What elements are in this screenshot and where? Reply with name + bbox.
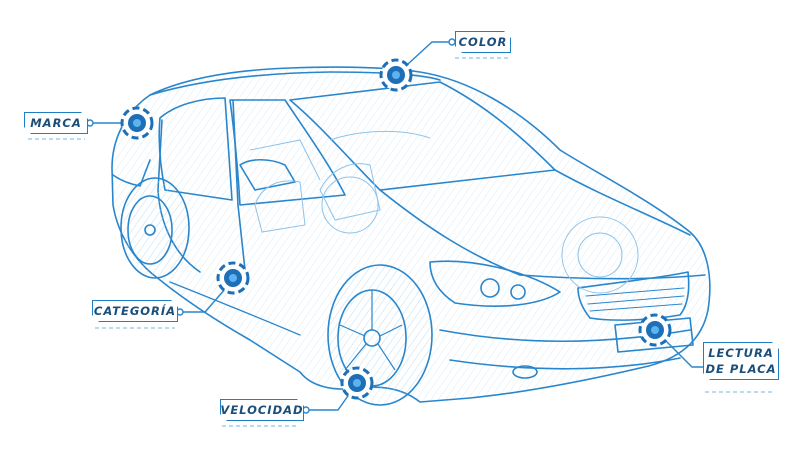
label-marca-text: MARCA bbox=[30, 116, 82, 130]
dashed-accents bbox=[28, 57, 775, 427]
car-body bbox=[111, 66, 711, 403]
label-categoria: CATEGORÍA bbox=[92, 300, 178, 322]
label-color: COLOR bbox=[455, 31, 511, 53]
interior-details bbox=[249, 130, 639, 294]
label-lectura-line2: DE PLACA bbox=[705, 362, 777, 376]
target-node-marca bbox=[120, 106, 154, 140]
label-velocidad-text: VELOCIDAD bbox=[220, 403, 304, 417]
target-node-categoria bbox=[216, 261, 250, 295]
target-node-color bbox=[379, 58, 413, 92]
target-node-lectura-placa bbox=[638, 313, 672, 347]
label-categoria-text: CATEGORÍA bbox=[93, 304, 177, 318]
rear-wheel bbox=[120, 177, 190, 279]
label-lectura-placa: LECTURA DE PLACA bbox=[703, 342, 779, 380]
label-color-text: COLOR bbox=[458, 35, 508, 49]
label-marca: MARCA bbox=[24, 112, 88, 134]
target-node-velocidad bbox=[340, 366, 374, 400]
label-velocidad: VELOCIDAD bbox=[220, 399, 304, 421]
label-lectura-line1: LECTURA bbox=[708, 346, 774, 360]
